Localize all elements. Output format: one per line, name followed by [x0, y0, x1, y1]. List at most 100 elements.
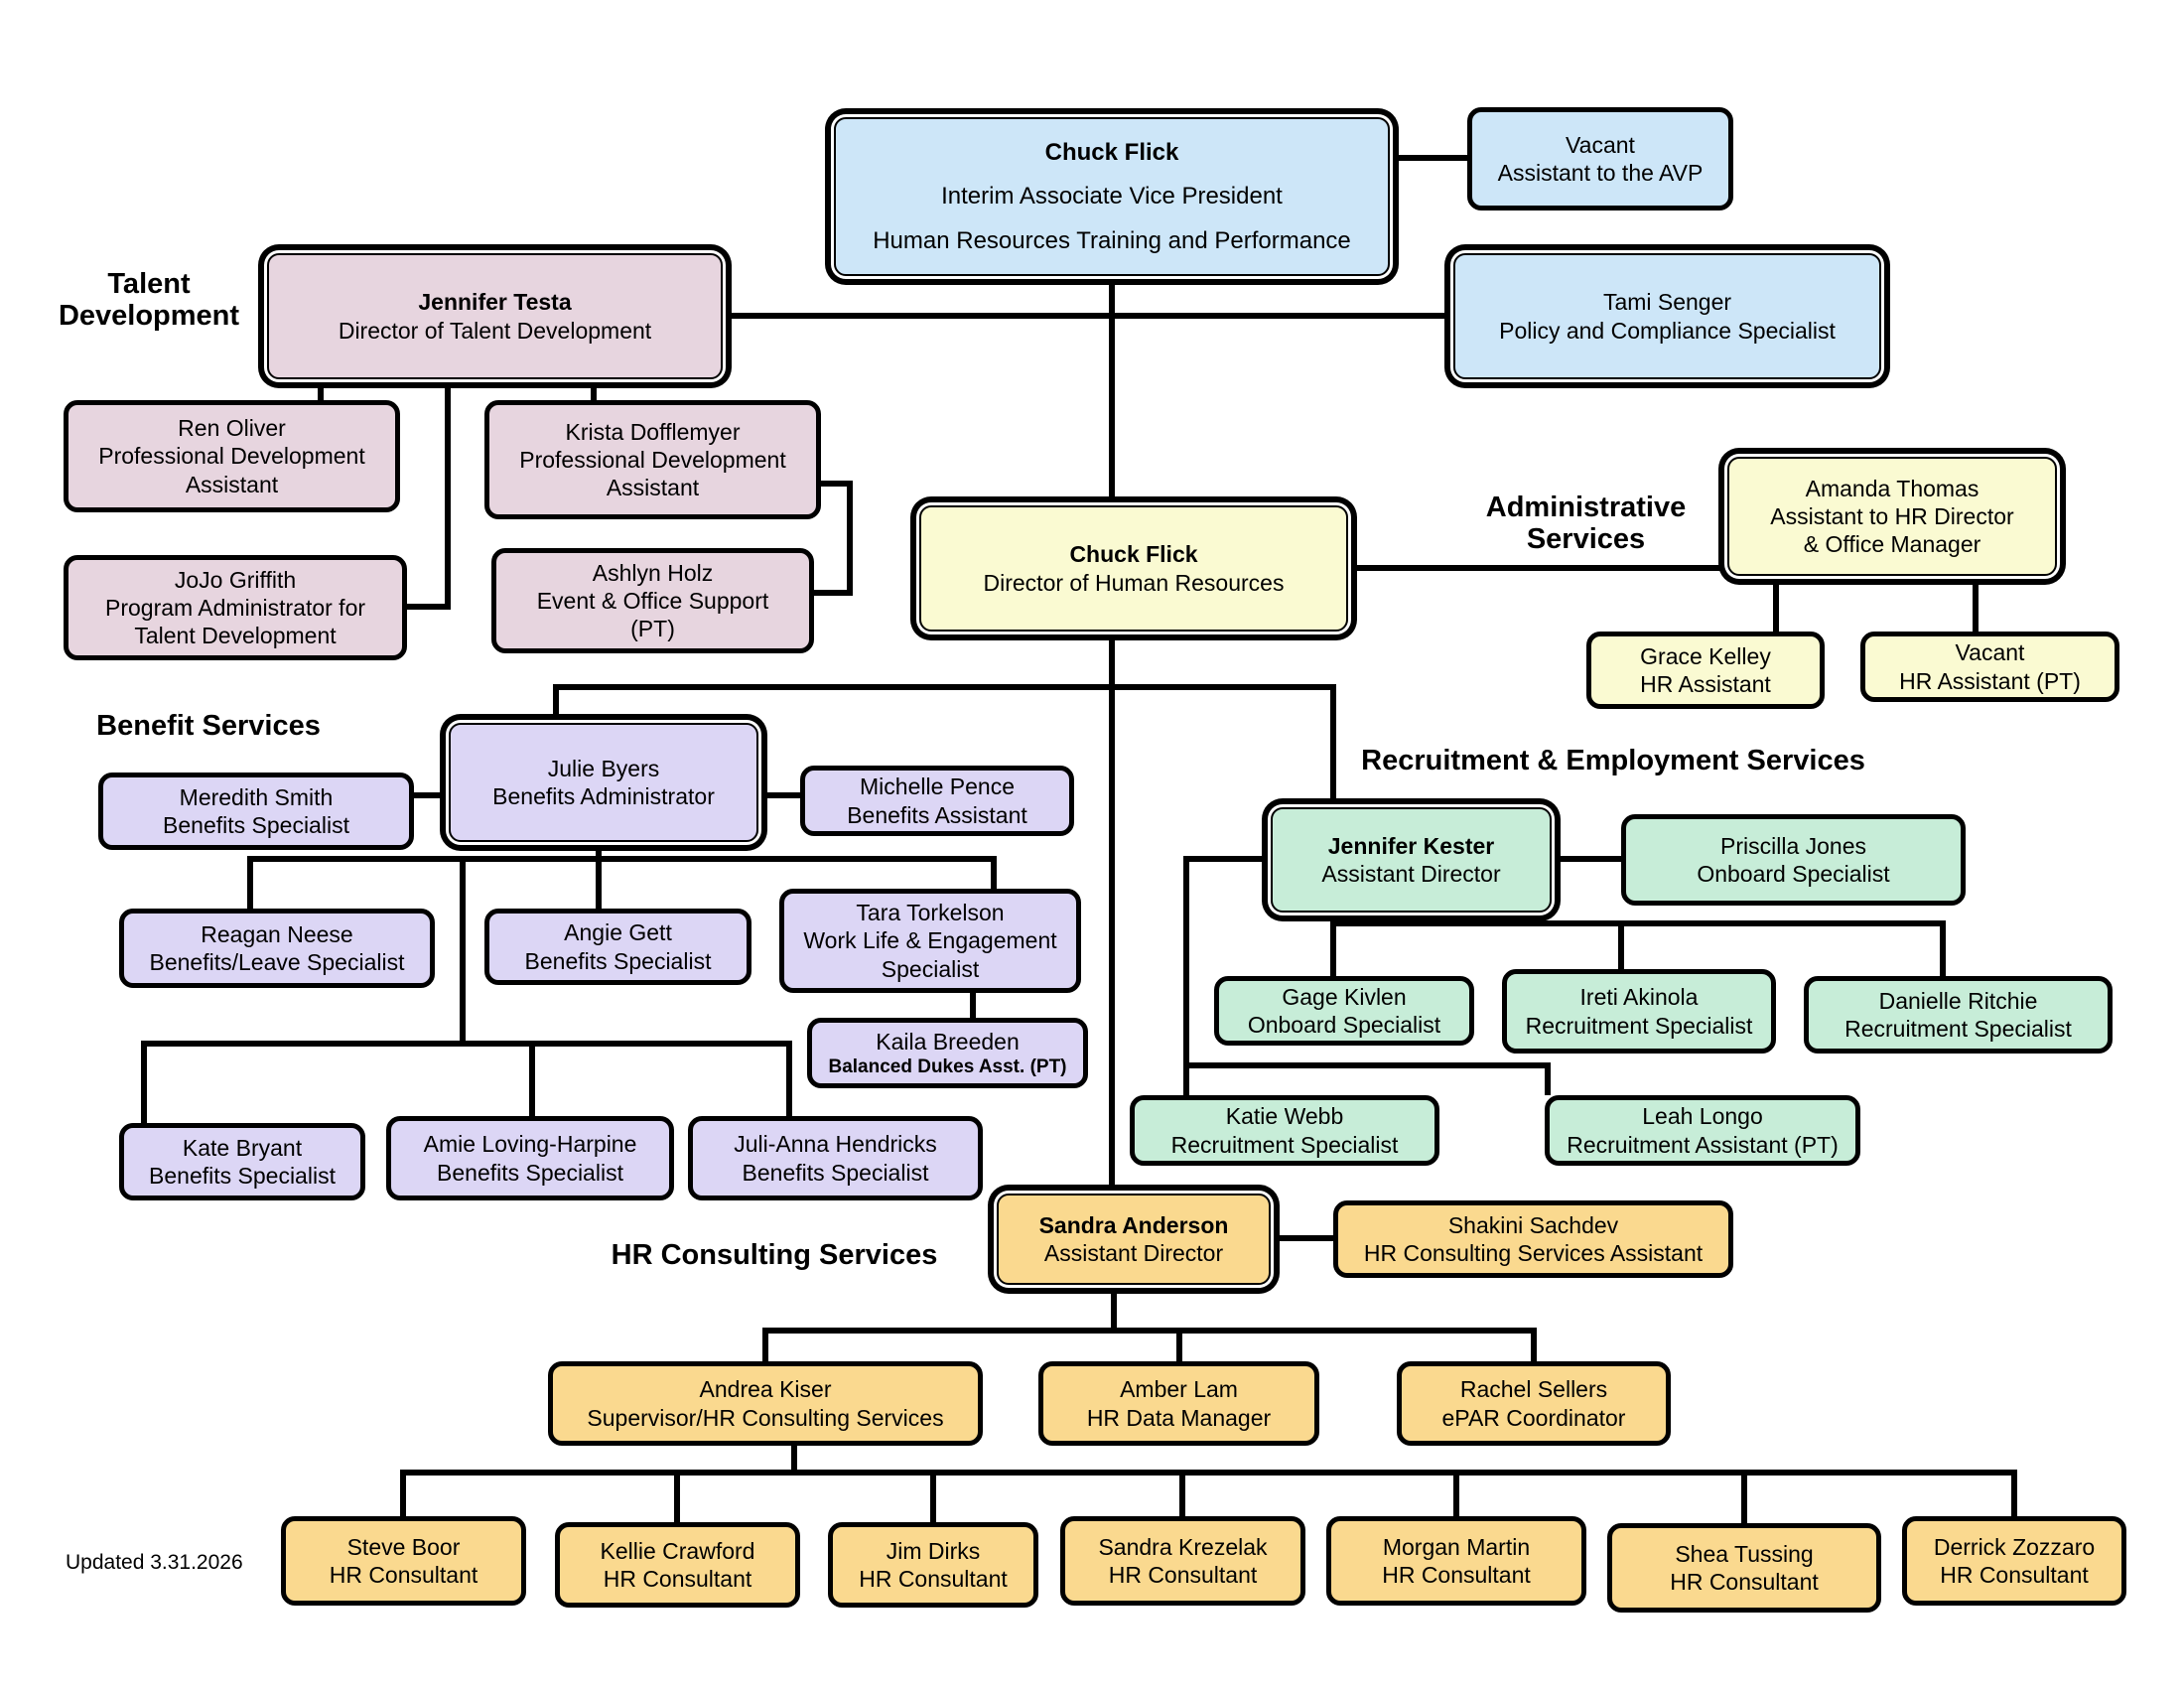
node-text-line: Professional Development	[98, 443, 365, 470]
node-text-line: Ren Oliver	[178, 415, 286, 442]
node-text-line: Benefits Specialist	[524, 947, 712, 974]
section-label-line: Administrative	[1485, 492, 1687, 523]
node-text-line: Kellie Crawford	[600, 1537, 755, 1564]
connector-line	[1940, 920, 1946, 976]
node-text-line: JoJo Griffith	[174, 566, 297, 593]
connector-line	[1453, 1470, 1459, 1516]
node-text-line: Benefits Specialist	[149, 1163, 336, 1189]
node-text-line: Assistant	[606, 475, 700, 501]
node-text-line: HR Consultant	[603, 1566, 752, 1592]
node-text-line: Policy and Compliance Specialist	[1499, 317, 1836, 344]
node-text-line: Gage Kivlen	[1282, 983, 1407, 1010]
node-text-line: Rachel Sellers	[1459, 1376, 1608, 1403]
connector-line	[596, 856, 602, 909]
node-text-line: Michelle Pence	[860, 774, 1015, 800]
connector-line	[1618, 920, 1624, 969]
connector-line	[596, 842, 602, 862]
node-text-line: (PT)	[630, 616, 675, 642]
connector-line	[1330, 920, 1336, 976]
connector-line	[1545, 1062, 1551, 1095]
connector-line	[1973, 576, 1979, 632]
connector-line	[318, 379, 324, 401]
node-text-line: Chuck Flick	[1044, 139, 1179, 167]
node-text-line: Recruitment Specialist	[1525, 1012, 1753, 1039]
node-text-line: Assistant to HR Director	[1770, 502, 2014, 529]
connector-line	[762, 1328, 1537, 1334]
node-text-line: Benefits Administrator	[492, 783, 715, 809]
node-text-line: Krista Dofflemyer	[565, 418, 741, 445]
connector-line	[1330, 920, 1946, 926]
section-label-line: HR Consulting Services	[611, 1239, 938, 1271]
connector-line	[1773, 576, 1779, 632]
connector-line	[141, 1041, 792, 1047]
node-text-line: Sandra Krezelak	[1098, 1533, 1268, 1560]
connector-line	[723, 313, 1453, 319]
node-text-line: Sandra Anderson	[1038, 1211, 1229, 1238]
connector-line	[786, 1041, 792, 1116]
node-text-line: Tara Torkelson	[856, 900, 1005, 926]
node-text-line: Benefits Specialist	[163, 812, 349, 838]
section-label-line: Talent	[107, 268, 191, 300]
connector-line	[1109, 276, 1115, 505]
connector-line	[1176, 1328, 1182, 1361]
connector-line	[247, 856, 253, 909]
connector-line	[1109, 632, 1115, 1194]
section-label-benefit-services: Benefit Services	[79, 710, 338, 742]
node-text-line: HR Consultant	[1382, 1562, 1531, 1588]
node-text-line: ePAR Coordinator	[1441, 1404, 1626, 1431]
node-text-line: Andrea Kiser	[699, 1376, 832, 1403]
connector-line	[529, 1041, 535, 1116]
node-text-line: HR Consultant	[1670, 1569, 1819, 1595]
node-text-line: Professional Development	[519, 446, 786, 473]
connector-line	[847, 481, 853, 596]
node-text-line: HR Consultant	[1108, 1562, 1258, 1588]
connector-line	[970, 993, 976, 1018]
section-label-line: Recruitment & Employment Services	[1361, 745, 1865, 776]
connector-line	[553, 684, 559, 723]
connector-line	[400, 1470, 2017, 1476]
connector-line	[1179, 1470, 1185, 1516]
connector-line	[400, 1470, 406, 1516]
node-text-line: Event & Office Support	[536, 587, 769, 614]
node-text-line: Amber Lam	[1120, 1376, 1238, 1403]
section-label-line: Benefit Services	[96, 710, 321, 742]
connector-line	[1183, 856, 1271, 862]
node-text-line: Kate Bryant	[182, 1134, 303, 1161]
connector-line	[445, 379, 451, 610]
node-text-line: Onboard Specialist	[1697, 861, 1890, 887]
connector-line	[991, 856, 997, 889]
connector-line	[407, 604, 451, 610]
node-text-line: Benefits Specialist	[437, 1159, 623, 1186]
connector-line	[814, 590, 853, 596]
node-text-line: Balanced Dukes Asst. (PT)	[828, 1055, 1067, 1077]
node-text-line: Danielle Ritchie	[1878, 987, 2038, 1014]
node-text-line: Tami Senger	[1602, 289, 1732, 316]
node-text-line: Interim Associate Vice President	[941, 183, 1283, 211]
connector-line	[1344, 913, 1350, 926]
node-text-line: Jennifer Kester	[1327, 832, 1495, 859]
connector-line	[1390, 155, 1467, 161]
